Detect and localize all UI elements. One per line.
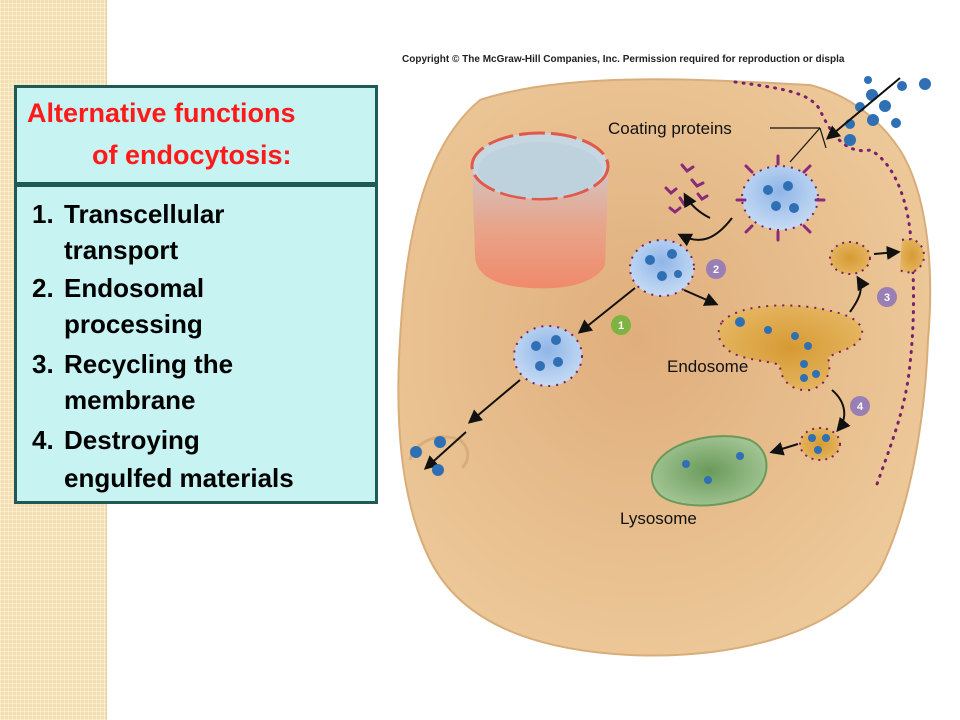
plasma-membrane <box>733 80 916 492</box>
transcytosis-vesicle <box>513 325 583 387</box>
membrane-fusion-site <box>899 238 926 274</box>
label-endosome: Endosome <box>667 357 748 376</box>
svg-text:4: 4 <box>857 401 864 413</box>
step-marker-1: 1 <box>611 315 631 335</box>
step-marker-3: 3 <box>877 287 897 307</box>
functions-list-box: 1. Transcellular transport 2. Endosomal … <box>14 184 378 504</box>
endosome <box>717 304 864 392</box>
svg-text:3: 3 <box>884 292 890 304</box>
item-number: 3. <box>32 349 54 379</box>
degradation-vesicle <box>799 427 841 461</box>
item-text-continued: membrane <box>64 385 196 415</box>
label-lysosome: Lysosome <box>620 509 697 528</box>
item-text-continued: engulfed materials <box>64 463 294 493</box>
heading-line-2: of endocytosis: <box>92 140 292 170</box>
copyright-notice: Copyright © The McGraw-Hill Companies, I… <box>402 54 845 65</box>
heading-line-1: Alternative functions <box>27 98 296 128</box>
nucleus <box>470 131 610 289</box>
item-number: 4. <box>32 425 54 455</box>
lysosome <box>650 435 768 507</box>
step-marker-4: 4 <box>850 396 870 416</box>
item-number: 1. <box>32 199 54 229</box>
uncoated-vesicle <box>629 239 695 297</box>
item-text-continued: transport <box>64 235 179 265</box>
exocytosis-site <box>408 435 470 470</box>
item-text: Transcellular <box>64 199 225 229</box>
item-text: Destroying <box>64 425 200 455</box>
label-pointer <box>770 127 827 163</box>
label-coating-proteins: Coating proteins <box>608 119 732 138</box>
item-text: Endosomal <box>64 273 205 303</box>
released-molecules <box>410 436 446 476</box>
item-text-continued: processing <box>64 309 203 339</box>
endocytosis-diagram: Coating proteins 2 Endosome 3 <box>397 76 932 657</box>
heading-box: Alternative functions of endocytosis: <box>14 85 378 185</box>
item-text: Recycling the <box>64 349 234 379</box>
svg-text:1: 1 <box>618 320 624 332</box>
svg-text:2: 2 <box>713 264 719 276</box>
coated-vesicle <box>735 154 826 242</box>
recycling-vesicle <box>829 241 871 275</box>
item-number: 2. <box>32 273 54 303</box>
step-marker-2: 2 <box>706 259 726 279</box>
